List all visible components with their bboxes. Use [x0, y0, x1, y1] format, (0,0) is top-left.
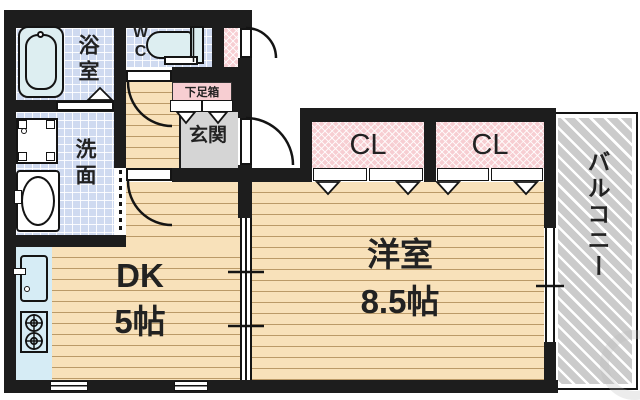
bath-label: 浴室: [76, 34, 99, 86]
toilet-base: [164, 56, 198, 65]
closet-right-door-2: [491, 168, 543, 181]
room-dk: [16, 247, 240, 380]
western-room-size-label: 8.5帖: [360, 282, 440, 320]
wall-western-right-upper: [544, 108, 556, 228]
balcony-window: [545, 228, 555, 342]
entrance-door-arc: [245, 116, 295, 166]
toilet-bowl: [146, 31, 192, 59]
wc-label: WC: [132, 24, 149, 62]
closet-left-door-2: [369, 168, 423, 181]
dk-size-label: 5帖: [114, 302, 166, 340]
pan-corner-tr: [46, 120, 55, 129]
bath-folding-door: [56, 101, 114, 111]
closet-left: [312, 122, 424, 168]
wall-western-right-lower: [544, 342, 556, 393]
closet-right-door-1: [437, 168, 489, 181]
wall-washroom-bottom: [16, 235, 114, 247]
wall-wc-right: [212, 10, 224, 82]
room-western: [252, 182, 544, 380]
shoe-cabinet-door-right: [202, 100, 233, 112]
shoe-cabinet-label: 下足箱: [172, 82, 232, 101]
closet-right: [436, 122, 544, 168]
washroom-label: 洗面: [73, 138, 96, 190]
sink-drain: [24, 286, 30, 292]
closet-left-door-1: [313, 168, 367, 181]
wall-right-upper: [238, 58, 252, 118]
bathtub-inner: [25, 34, 57, 90]
dk-window: [174, 381, 208, 391]
balcony-label: バルコニー: [584, 150, 610, 280]
wall-left: [4, 10, 16, 393]
wall-bath-right: [114, 28, 126, 168]
dk-label: DK: [116, 256, 164, 294]
wall-bottom: [4, 380, 558, 393]
room-dk-upper: [126, 182, 240, 247]
gas-stove: [20, 311, 48, 353]
pan-corner-br: [46, 152, 55, 161]
dk-hall-door-leaf: [126, 168, 172, 181]
entrance-label: 玄関: [188, 125, 227, 147]
kitchen-window: [50, 381, 88, 391]
western-room-label: 洋室: [367, 235, 433, 273]
shoe-cabinet-door-left: [170, 100, 202, 112]
wall-washroom-stub: [114, 235, 126, 247]
wall-closet-left: [300, 122, 312, 182]
pipe-space: [224, 28, 238, 68]
wall-hall-dk: [172, 168, 312, 182]
wall-closet-mid: [424, 108, 436, 182]
closet-right-label: CL: [471, 128, 509, 161]
sliding-partition-track: [245, 218, 247, 380]
washroom-accordion-dashes: [119, 170, 122, 233]
wc-door-leaf: [126, 70, 172, 82]
pan-drain: [21, 128, 27, 134]
entrance-step-line: [179, 112, 181, 168]
bathtub-faucet: [37, 31, 44, 38]
basin-faucet: [14, 190, 22, 204]
entrance-door-leaf: [240, 118, 252, 165]
utility-door-leaf: [240, 28, 252, 58]
wash-basin-bowl: [21, 176, 55, 226]
sink-faucet: [13, 268, 26, 275]
closet-left-label: CL: [349, 128, 387, 161]
pan-corner-bl: [18, 152, 27, 161]
wall-top: [4, 10, 252, 28]
watermark-circle: [600, 330, 640, 400]
kitchen-sink: [20, 255, 48, 302]
